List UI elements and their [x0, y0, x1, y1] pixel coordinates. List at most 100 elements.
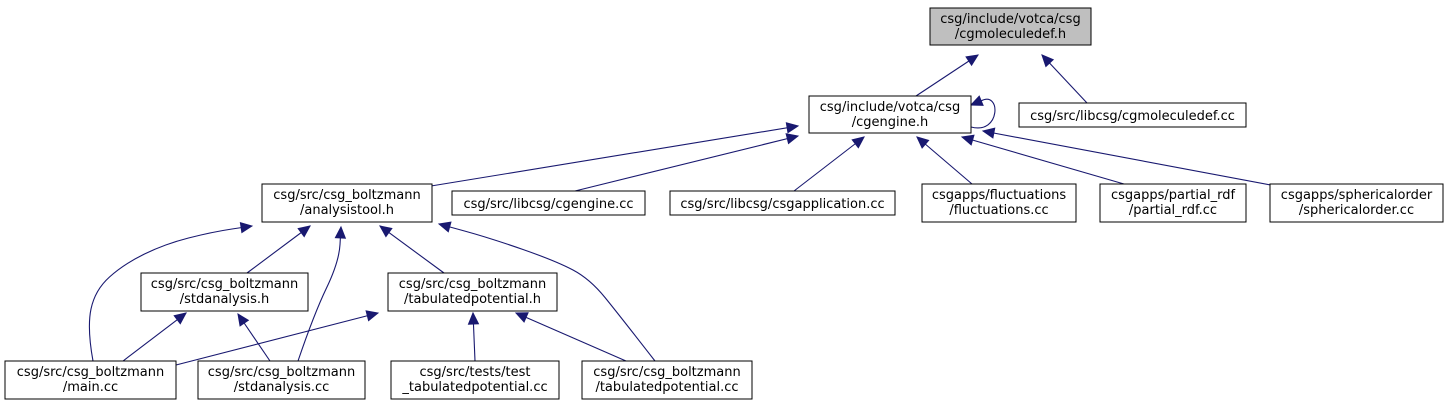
node-cgmoleculedef_h[interactable]: csg/include/votca/csg/cgmoleculedef.h: [929, 7, 1092, 46]
arrowhead: [437, 221, 452, 233]
node-box: [197, 360, 366, 400]
node-box: [669, 190, 896, 216]
node-box: [140, 272, 309, 312]
node-box: [921, 183, 1077, 223]
edge-cgengine_h-to-cgmoleculedef_h: [915, 54, 980, 97]
arrowhead: [173, 312, 187, 325]
node-tabulatedpotential_h[interactable]: csg/src/csg_boltzmann/tabulatedpotential…: [387, 272, 558, 312]
node-cgengine_cc[interactable]: csg/src/libcsg/cgengine.cc: [451, 190, 646, 216]
node-label: csg/src/csg_boltzmann: [593, 365, 740, 380]
node-cgengine_h[interactable]: csg/include/votca/csg/cgengine.h: [808, 95, 972, 134]
edge-tabulatedpotential_h-to-analysistool_h: [379, 225, 445, 274]
edge-line: [246, 225, 311, 274]
node-label: /main.cc: [63, 380, 118, 395]
node-label: /stdanalysis.h: [180, 292, 270, 307]
edge-sphericalorder_cc-to-cgengine_h: [981, 127, 1277, 187]
node-main_cc[interactable]: csg/src/csg_boltzmann/main.cc: [4, 360, 177, 400]
edge-stdanalysis_cc-to-analysistool_h: [297, 225, 347, 362]
edge-line: [122, 312, 187, 362]
node-label: /cgmoleculedef.h: [955, 27, 1066, 42]
edge-stdanalysis_cc-to-stdanalysis_h: [237, 313, 271, 362]
arrowhead: [1041, 54, 1055, 68]
node-csgapplication_cc[interactable]: csg/src/libcsg/csgapplication.cc: [669, 190, 896, 216]
edge-csgapplication_cc-to-cgengine_h: [793, 136, 865, 192]
node-layer: csg/include/votca/csg/cgmoleculedef.hcsg…: [4, 7, 1444, 400]
edge-line: [430, 125, 799, 187]
arrowhead: [960, 134, 975, 146]
edge-cgengine_cc-to-cgengine_h: [574, 133, 800, 192]
node-label: csg/src/libcsg/cgengine.cc: [463, 197, 633, 212]
node-tabulatedpotential_cc[interactable]: csg/src/csg_boltzmann/tabulatedpotential…: [581, 360, 753, 400]
edge-line: [175, 312, 379, 366]
edge-main_cc-to-stdanalysis_h: [122, 312, 187, 362]
edge-analysistool_h-to-cgengine_h: [430, 122, 800, 187]
edge-line: [961, 136, 1125, 185]
node-label: csg/include/votca/csg: [820, 100, 960, 115]
edge-line: [297, 226, 342, 362]
edge-line: [982, 130, 1277, 187]
arrowhead: [297, 225, 311, 238]
arrowhead: [237, 313, 250, 327]
node-stdanalysis_h[interactable]: csg/src/csg_boltzmann/stdanalysis.h: [140, 272, 309, 312]
arrowhead: [785, 133, 800, 145]
edge-main_cc-to-analysistool_h: [88, 221, 254, 362]
edge-line: [915, 54, 979, 97]
arrowhead: [981, 127, 996, 139]
edge-line: [515, 312, 627, 362]
edge-layer: [88, 54, 1277, 366]
node-box: [808, 95, 972, 134]
node-label: csgapps/partial_rdf: [1111, 188, 1236, 203]
node-label: csg/src/csg_boltzmann: [17, 365, 164, 380]
node-partial_rdf_cc[interactable]: csgapps/partial_rdf/partial_rdf.cc: [1099, 183, 1247, 223]
node-fluctuations_cc[interactable]: csgapps/fluctuations/fluctuations.cc: [921, 183, 1077, 223]
node-label: csg/src/libcsg/csgapplication.cc: [680, 197, 884, 212]
arrowhead: [379, 225, 393, 238]
edge-stdanalysis_h-to-analysistool_h: [246, 225, 311, 274]
node-label: /sphericalorder.cc: [1299, 203, 1414, 218]
arrowhead: [851, 136, 865, 149]
edge-tabulatedpotential_cc-to-tabulatedpotential_h: [514, 312, 627, 362]
node-label: /cgengine.h: [852, 115, 929, 130]
edge-line: [88, 225, 253, 362]
node-test_tabulatedpotential_cc[interactable]: csg/src/tests/test_tabulatedpotential.cc: [390, 360, 560, 400]
node-label: _tabulatedpotential.cc: [401, 380, 547, 395]
edge-fluctuations_cc-to-cgengine_h: [916, 136, 973, 185]
node-label: csg/include/votca/csg: [940, 12, 1080, 27]
edge-line: [916, 136, 973, 185]
node-analysistool_h[interactable]: csg/src/csg_boltzmann/analysistool.h: [261, 183, 433, 223]
node-label: csgapps/sphericalorder: [1281, 188, 1433, 203]
arrowhead: [514, 312, 529, 323]
edge-main_cc-to-tabulatedpotential_h: [175, 310, 380, 366]
node-box: [4, 360, 177, 400]
node-sphericalorder_cc[interactable]: csgapps/sphericalorder/sphericalorder.cc: [1269, 183, 1444, 223]
node-box: [390, 360, 560, 400]
edge-line: [574, 135, 799, 192]
arrowhead: [969, 95, 984, 106]
edge-tabulatedpotential_cc-to-analysistool_h: [437, 221, 656, 362]
arrowhead: [334, 225, 347, 239]
node-label: csg/src/csg_boltzmann: [273, 188, 420, 203]
node-cgmoleculedef_cc[interactable]: csg/src/libcsg/cgmoleculedef.cc: [1018, 102, 1247, 128]
node-box: [451, 190, 646, 216]
node-label: csg/src/csg_boltzmann: [208, 365, 355, 380]
node-label: /fluctuations.cc: [949, 203, 1048, 218]
arrowhead: [965, 54, 980, 67]
node-box: [929, 7, 1092, 46]
arrowhead: [239, 221, 254, 234]
edge-line: [379, 225, 445, 274]
node-box: [581, 360, 753, 400]
node-label: csg/src/libcsg/cgmoleculedef.cc: [1030, 109, 1235, 124]
arrowhead: [785, 122, 800, 134]
arrowhead: [365, 310, 380, 322]
node-box: [1099, 183, 1247, 223]
node-label: csg/src/csg_boltzmann: [151, 277, 298, 292]
edge-line: [793, 136, 865, 192]
edge-line: [970, 98, 996, 129]
node-box: [387, 272, 558, 312]
node-label: /analysistool.h: [300, 203, 394, 218]
arrowhead: [467, 311, 480, 325]
node-stdanalysis_cc[interactable]: csg/src/csg_boltzmann/stdanalysis.cc: [197, 360, 366, 400]
edge-line: [438, 223, 656, 362]
edge-cgmoleculedef_cc-to-cgmoleculedef_h: [1041, 54, 1088, 104]
